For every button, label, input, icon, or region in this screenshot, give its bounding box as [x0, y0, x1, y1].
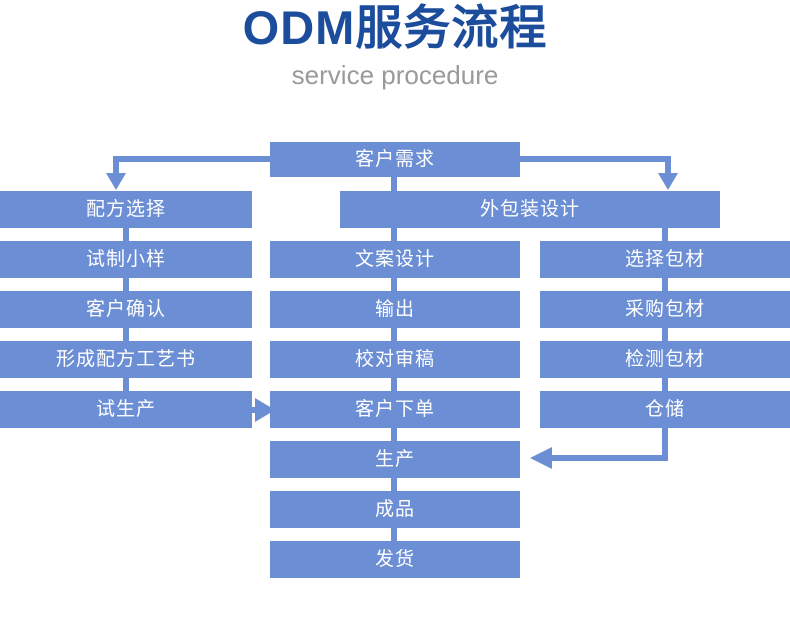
connector-store-to-prod-h — [552, 455, 668, 461]
node-label: 生产 — [374, 449, 415, 470]
node-purchase-packaging-material[interactable]: 采购包材 — [540, 291, 790, 328]
node-label: 输出 — [374, 299, 415, 320]
node-proofreading[interactable]: 校对审稿 — [270, 341, 520, 378]
node-label: 成品 — [374, 499, 415, 520]
connector-pkg-to-copy — [391, 228, 397, 242]
connector-mid-3 — [391, 378, 397, 392]
connector-store-to-prod-v — [662, 428, 668, 461]
arrow-trial-to-order — [255, 398, 275, 422]
node-formula-selection[interactable]: 配方选择 — [0, 191, 252, 228]
node-label: 文案设计 — [354, 249, 435, 270]
node-trial-production[interactable]: 试生产 — [0, 391, 252, 428]
connector-start-to-right-h — [519, 156, 671, 162]
connector-right-1 — [662, 278, 668, 292]
node-finished-product[interactable]: 成品 — [270, 491, 520, 528]
connector-mid-2 — [391, 328, 397, 342]
node-label: 外包装设计 — [479, 199, 580, 220]
node-label: 试制小样 — [85, 249, 166, 270]
node-label: 采购包材 — [624, 299, 705, 320]
node-warehousing[interactable]: 仓储 — [540, 391, 790, 428]
connector-left-1 — [123, 228, 129, 242]
node-label: 客户需求 — [354, 149, 435, 170]
node-label: 校对审稿 — [354, 349, 435, 370]
node-label: 形成配方工艺书 — [55, 349, 196, 370]
connector-right-2 — [662, 328, 668, 342]
node-outer-packaging-design[interactable]: 外包装设计 — [340, 191, 720, 228]
node-label: 仓储 — [644, 399, 685, 420]
node-production[interactable]: 生产 — [270, 441, 520, 478]
node-label: 试生产 — [95, 399, 156, 420]
node-label: 检测包材 — [624, 349, 705, 370]
page-title: ODM服务流程 — [242, 1, 548, 54]
node-customer-order[interactable]: 客户下单 — [270, 391, 520, 428]
node-label: 发货 — [374, 549, 415, 570]
arrow-start-to-right — [658, 173, 678, 190]
arrow-start-to-left — [106, 173, 126, 190]
connector-left-2 — [123, 278, 129, 292]
page-subtitle: service procedure — [291, 59, 499, 90]
connector-mid-1 — [391, 278, 397, 292]
connector-pkg-to-material — [662, 228, 668, 242]
node-inspect-packaging-material[interactable]: 检测包材 — [540, 341, 790, 378]
arrow-store-to-prod — [530, 447, 552, 469]
node-label: 客户确认 — [85, 299, 166, 320]
connector-left-4 — [123, 378, 129, 392]
node-formula-process-document[interactable]: 形成配方工艺书 — [0, 341, 252, 378]
node-shipment[interactable]: 发货 — [270, 541, 520, 578]
node-select-packaging-material[interactable]: 选择包材 — [540, 241, 790, 278]
connector-start-to-left-h — [113, 156, 271, 162]
connector-mid-5 — [391, 478, 397, 492]
node-label: 客户下单 — [354, 399, 435, 420]
connector-start-to-left-v — [113, 156, 119, 176]
connector-start-to-right-v — [665, 156, 671, 176]
connector-start-to-middle — [391, 177, 397, 191]
connector-left-3 — [123, 328, 129, 342]
node-trial-sample[interactable]: 试制小样 — [0, 241, 252, 278]
node-customer-requirement[interactable]: 客户需求 — [270, 142, 520, 177]
node-output[interactable]: 输出 — [270, 291, 520, 328]
node-label: 选择包材 — [624, 249, 705, 270]
node-label: 配方选择 — [85, 199, 166, 220]
page-header: ODM服务流程 service procedure — [0, 0, 790, 89]
connector-right-3 — [662, 378, 668, 392]
node-customer-confirmation[interactable]: 客户确认 — [0, 291, 252, 328]
connector-mid-6 — [391, 528, 397, 542]
connector-mid-4 — [391, 428, 397, 442]
node-copywriting-design[interactable]: 文案设计 — [270, 241, 520, 278]
